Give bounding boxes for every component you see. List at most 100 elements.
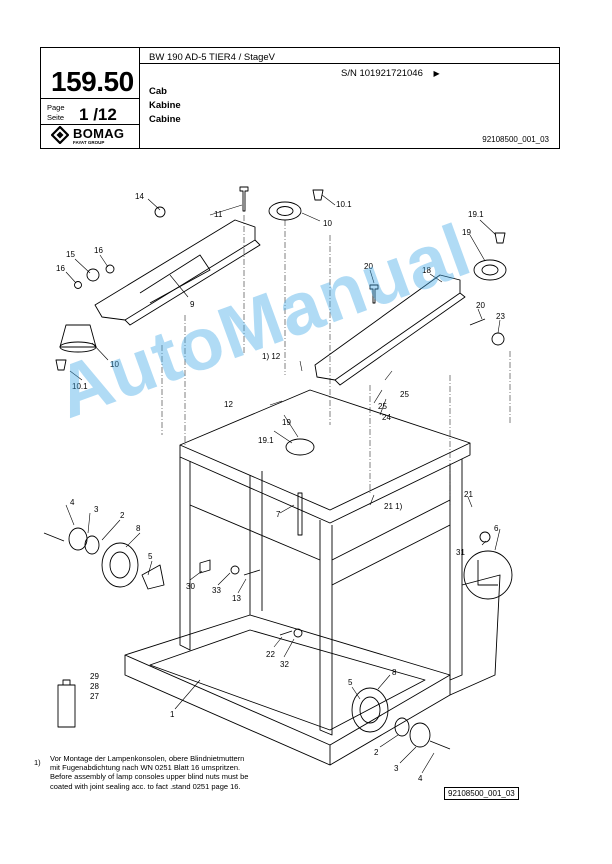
cap-14: [154, 206, 166, 218]
callout-label: 19: [462, 228, 471, 237]
page-current: 1: [79, 105, 89, 124]
footnote-marker: 1): [34, 758, 41, 767]
screw-11: [239, 186, 249, 212]
callout-label: 18: [422, 266, 431, 275]
callout-label: 10.1: [336, 200, 352, 209]
cap-15: [86, 268, 100, 282]
page-label-en: Seite: [47, 113, 65, 122]
callout-label: 19.1: [468, 210, 484, 219]
washer-2-right: [394, 717, 410, 737]
callout-label: 6: [494, 524, 499, 533]
cab-pillar-left: [179, 457, 191, 651]
callout-label: 16: [94, 246, 103, 255]
document-number: 92108500_001_03: [482, 135, 549, 144]
mirror-ring-8-left: [101, 542, 139, 588]
gas-strut-7: [297, 492, 303, 536]
flange-3-right: [409, 722, 431, 748]
callout-label: 21: [464, 490, 473, 499]
title-en: Cab: [149, 86, 167, 97]
page-total: /12: [93, 105, 117, 124]
callout-label: 4: [70, 498, 75, 507]
callout-label: 10.1: [72, 382, 88, 391]
bulb-10-1-top: [312, 189, 324, 201]
header-rule: [41, 98, 139, 99]
bolt-4-left: [43, 532, 65, 542]
nut-31: [479, 531, 491, 543]
header-divider: [139, 48, 140, 148]
sealant-can: [57, 684, 76, 728]
bomag-logo: BOMAG FAYAT GROUP: [50, 125, 131, 146]
footnote-line: coated with joint sealing acc. to fact .…: [50, 781, 241, 791]
hex-key-6: [477, 560, 498, 586]
detail-circle: [463, 550, 513, 600]
callout-label: 25: [378, 402, 387, 411]
callout-label: 32: [280, 660, 289, 669]
callout-label: 10: [110, 360, 119, 369]
cab-base-frame: [124, 614, 451, 746]
callout-label: 12: [224, 400, 233, 409]
callout-label: 24: [382, 413, 391, 422]
callout-label: 27: [90, 692, 99, 701]
footnote-line: mit Fugenabdichtung nach WN 0251 Blatt 1…: [50, 763, 241, 773]
callout-label: 19.1: [258, 436, 274, 445]
work-lamp-19-right: [473, 259, 507, 281]
figure-reference: 92108500_001_03: [444, 787, 519, 800]
serial-arrow-icon: ▶: [433, 69, 440, 78]
screw-20-right: [469, 318, 486, 326]
bolt-4-right: [429, 740, 451, 750]
side-panel: [449, 574, 501, 696]
machine-model: BW 190 AD-5 TIER4 / StageV: [149, 52, 276, 63]
callout-label: 8: [392, 668, 397, 677]
callout-label: 15: [66, 250, 75, 259]
logo-name: BOMAG: [73, 126, 125, 141]
callout-label: 13: [232, 594, 241, 603]
footnote-line: Vor Montage der Lampenkonsolen, obere Bl…: [50, 754, 245, 763]
callout-label: 29: [90, 672, 99, 681]
callout-label: 19: [282, 418, 291, 427]
footnote: 1) Vor Montage der Lampenkonsolen, obere…: [34, 754, 336, 791]
title-de: Kabine: [149, 100, 181, 111]
flange-3-left: [68, 527, 88, 551]
logo-subtitle: FAYAT GROUP: [73, 140, 105, 145]
callout-label: 21 1): [384, 502, 403, 511]
cap-16-a: [105, 264, 115, 274]
work-lamp-19-roof: [285, 438, 315, 456]
callout-label: 23: [496, 312, 505, 321]
callout-label: 5: [148, 552, 153, 561]
cab-pillar-mid: [319, 520, 333, 736]
callout-label: 31: [456, 548, 465, 557]
callout-labels: 14 11 10.1 10 15 16 16 9 10 10.1 19.1 19…: [56, 192, 505, 783]
washer-32: [293, 628, 303, 638]
plug-30: [199, 559, 211, 574]
serial-number: S/N 101921721046 ▶: [341, 68, 440, 79]
bulb-10-1-left: [55, 359, 67, 371]
header-rule: [139, 63, 559, 64]
callout-label: 4: [418, 774, 423, 783]
bomag-logo-icon: [50, 125, 70, 145]
callout-label: 10: [323, 219, 332, 228]
bolt-13: [243, 569, 261, 576]
callout-label: 20: [364, 262, 373, 271]
header-block: 159.50 Page Seite 1 /12 BOMAG FAYAT GROU…: [40, 47, 560, 149]
exploded-parts-diagram: 14 11 10.1 10 15 16 16 9 10 10.1 19.1 19…: [43, 186, 513, 783]
callout-label: 7: [276, 510, 281, 519]
bolt-22: [279, 630, 293, 636]
bracket-5-left: [141, 564, 165, 590]
callout-label: 33: [212, 586, 221, 595]
header-rule: [41, 124, 139, 125]
footnote-line: Before assembly of lamp consoles upper b…: [50, 772, 249, 782]
callout-label: 20: [476, 301, 485, 310]
callout-label: 16: [56, 264, 65, 273]
washer-2-left: [84, 535, 100, 555]
cap-16-b: [74, 281, 82, 289]
bulb-19-1: [494, 232, 506, 244]
serial-text: S/N 101921721046: [341, 68, 423, 79]
page-count: 1 /12: [79, 105, 117, 125]
title-fr: Cabine: [149, 114, 181, 125]
callout-label: 25: [400, 390, 409, 399]
callout-label: 9: [190, 300, 195, 309]
washer-33: [230, 565, 240, 575]
cab-pillar-right: [449, 459, 463, 681]
work-lamp-10-top: [268, 201, 302, 221]
screw-20-top: [369, 284, 379, 304]
